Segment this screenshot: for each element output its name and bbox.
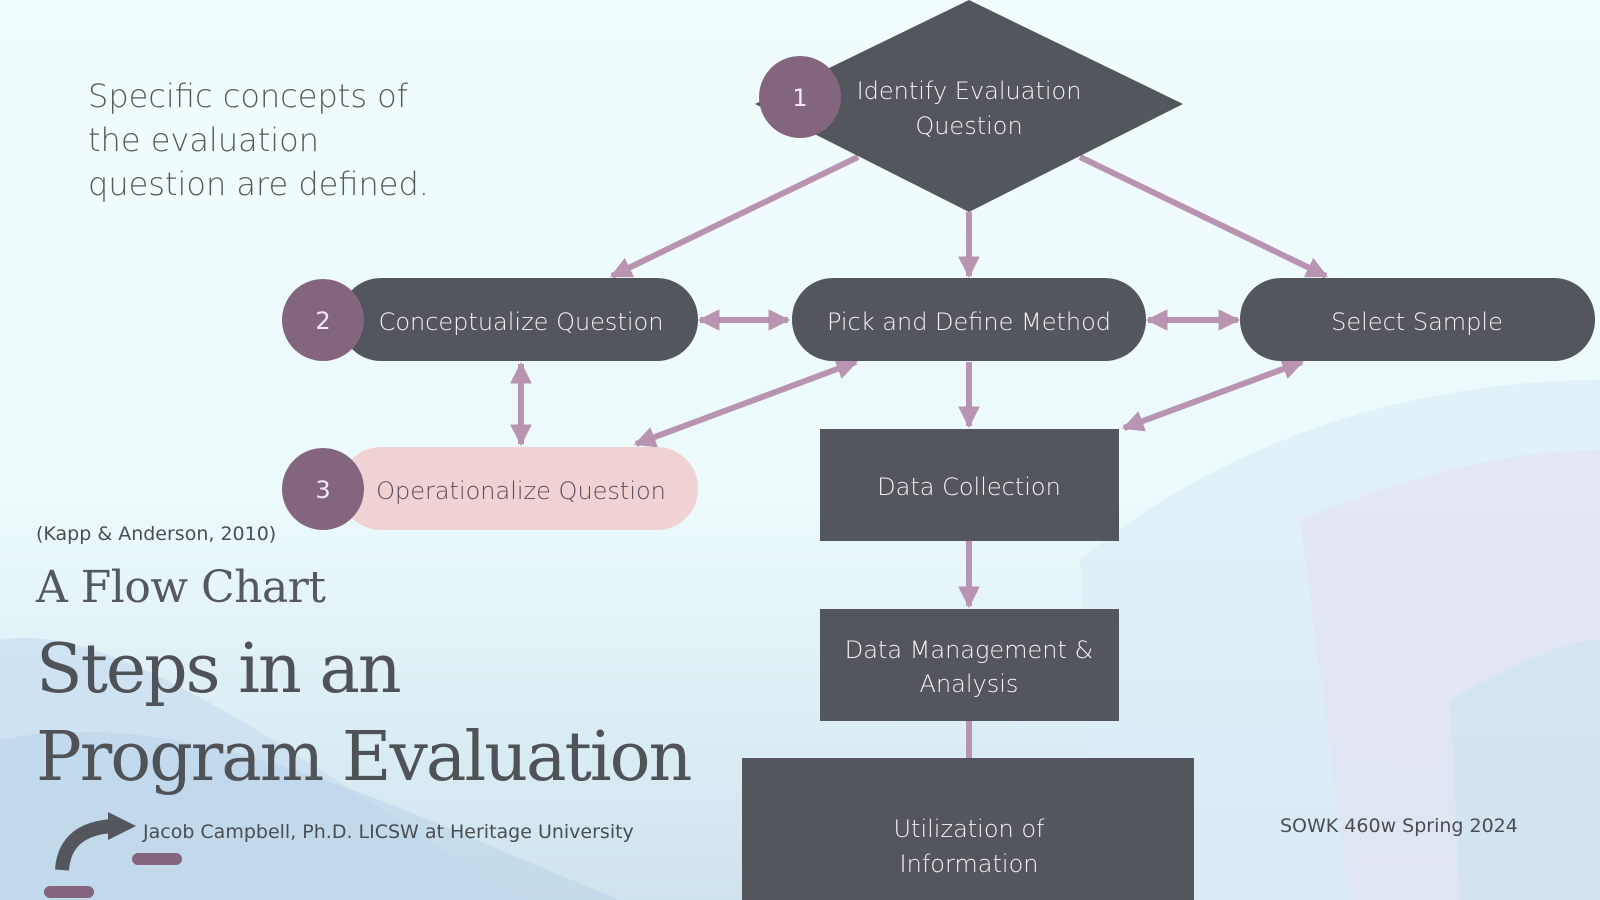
arrow-operationalize-pick-method xyxy=(633,358,859,448)
node-operationalize-question: Operationalize Question xyxy=(340,447,698,530)
description-line: Specific concepts of xyxy=(88,77,408,115)
node-label: Pick and Define Method xyxy=(827,308,1111,336)
description-line: question are defined. xyxy=(88,165,429,203)
node-identify-evaluation-question: Identify Evaluation Question xyxy=(755,0,1183,212)
slide-title: Steps in an Program Evaluation xyxy=(36,626,692,802)
arrow-select-sample-data-collection xyxy=(1121,358,1305,432)
step-badge-3: 3 xyxy=(282,448,364,530)
node-label: Select Sample xyxy=(1331,308,1503,336)
node-pick-and-define-method: Pick and Define Method xyxy=(792,278,1146,361)
node-select-sample: Select Sample xyxy=(1240,278,1595,361)
slide-subtitle: A Flow Chart xyxy=(36,562,326,613)
node-label: Utilization of xyxy=(893,815,1045,843)
step-number: 1 xyxy=(792,84,807,112)
node-conceptualize-question: Conceptualize Question xyxy=(340,278,698,361)
author-credit: Jacob Campbell, Ph.D. LICSW at Heritage … xyxy=(143,821,634,843)
node-data-collection: Data Collection xyxy=(820,429,1119,541)
step-badge-1: 1 xyxy=(759,56,841,138)
step-badge-2: 2 xyxy=(282,279,364,361)
step-number: 3 xyxy=(315,476,330,504)
description-line: the evaluation xyxy=(88,121,319,159)
node-label: Analysis xyxy=(920,670,1019,698)
arrow-identify-to-conceptualize xyxy=(610,154,860,279)
title-line: Program Evaluation xyxy=(36,718,692,797)
node-label: Identify Evaluation xyxy=(857,77,1082,105)
node-label: Information xyxy=(900,850,1039,878)
node-label: Operationalize Question xyxy=(376,477,666,505)
title-line: Steps in an xyxy=(36,630,402,709)
course-label: SOWK 460w Spring 2024 xyxy=(1280,815,1518,837)
node-label: Conceptualize Question xyxy=(379,308,664,336)
node-data-management-analysis: Data Management & Analysis xyxy=(820,609,1119,721)
citation: (Kapp & Anderson, 2010) xyxy=(36,523,277,545)
curved-arrow-logo-icon xyxy=(44,812,182,898)
step-number: 2 xyxy=(315,307,330,335)
node-label: Data Collection xyxy=(877,473,1061,501)
node-label: Data Management & xyxy=(845,636,1094,664)
arrow-identify-to-select-sample xyxy=(1078,154,1328,279)
description-text: Specific concepts of the evaluation ques… xyxy=(88,74,468,206)
node-label: Question xyxy=(915,112,1022,140)
node-utilization-of-information: Utilization of Information xyxy=(742,758,1194,900)
